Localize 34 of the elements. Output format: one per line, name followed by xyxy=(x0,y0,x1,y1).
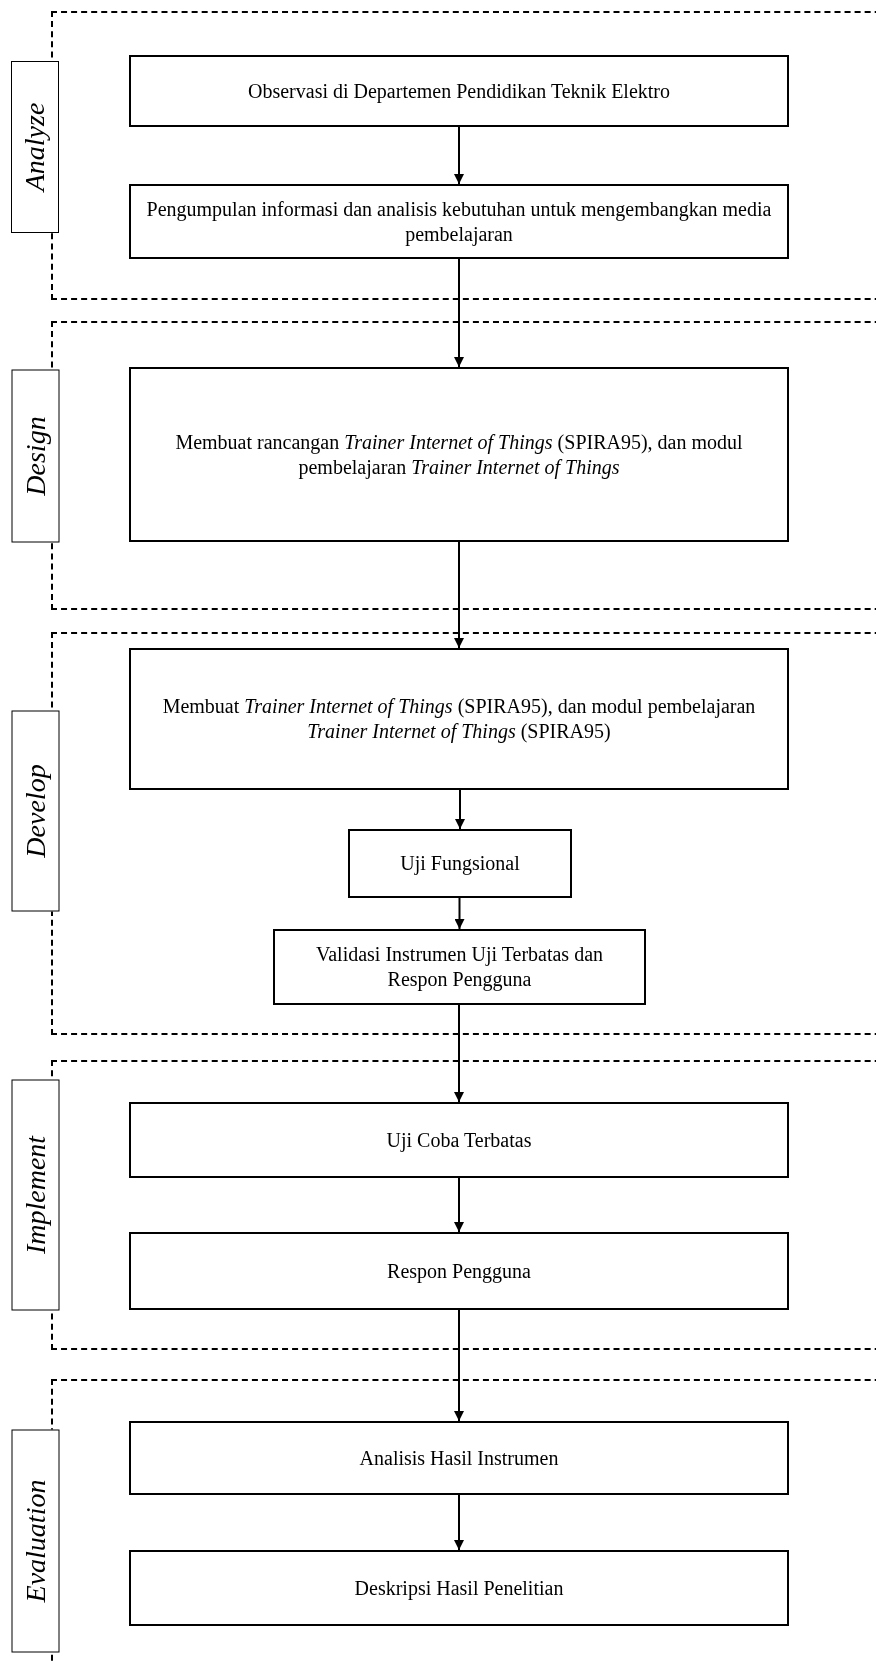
arrow xyxy=(454,126,464,185)
arrow xyxy=(454,1004,464,1103)
box-text: Membuat rancangan Trainer Internet of Things (SPIRA95), dan modul pembelajaran Trainer Internet of Things xyxy=(174,429,744,480)
process-box xyxy=(129,1550,789,1626)
process-box xyxy=(129,55,789,127)
box-text: Validasi Instrumen Uji Terbatas dan Respon Pengguna xyxy=(314,942,605,992)
arrow xyxy=(454,1494,464,1551)
process-box xyxy=(129,184,789,259)
arrow xyxy=(454,1177,464,1233)
arrow xyxy=(455,789,465,830)
phase-label: Implement xyxy=(11,1079,59,1310)
box-text: Deskripsi Hasil Penelitian xyxy=(354,1575,564,1601)
box-text: Uji Coba Terbatas xyxy=(386,1127,532,1153)
process-box xyxy=(129,1232,789,1310)
box-text: Respon Pengguna xyxy=(387,1258,531,1284)
box-text: Pengumpulan informasi dan analisis kebutuhan untuk mengembangkan media pembelajaran xyxy=(145,196,773,247)
arrow xyxy=(454,897,465,930)
box-text: Observasi di Departemen Pendidikan Teknik Elektro xyxy=(248,78,670,104)
arrow xyxy=(454,258,464,368)
phase-label: Design xyxy=(11,369,59,542)
arrow xyxy=(454,1309,464,1422)
box-text: Uji Fungsional xyxy=(400,851,520,876)
arrow xyxy=(454,541,464,649)
box-text: Membuat Trainer Internet of Things (SPIRA95), dan modul pembelajaran Trainer Internet of Things (SPIRA95) xyxy=(161,694,757,744)
process-box xyxy=(129,1102,789,1178)
phase-label: Analyze xyxy=(11,61,59,233)
process-box xyxy=(273,929,646,1005)
process-box xyxy=(348,829,572,898)
phase-label: Evaluation xyxy=(11,1429,59,1652)
box-text: Analisis Hasil Instrumen xyxy=(359,1445,559,1471)
process-box xyxy=(129,648,789,790)
phase-label: Develop xyxy=(11,710,59,911)
process-box xyxy=(129,1421,789,1495)
process-box xyxy=(129,367,789,542)
